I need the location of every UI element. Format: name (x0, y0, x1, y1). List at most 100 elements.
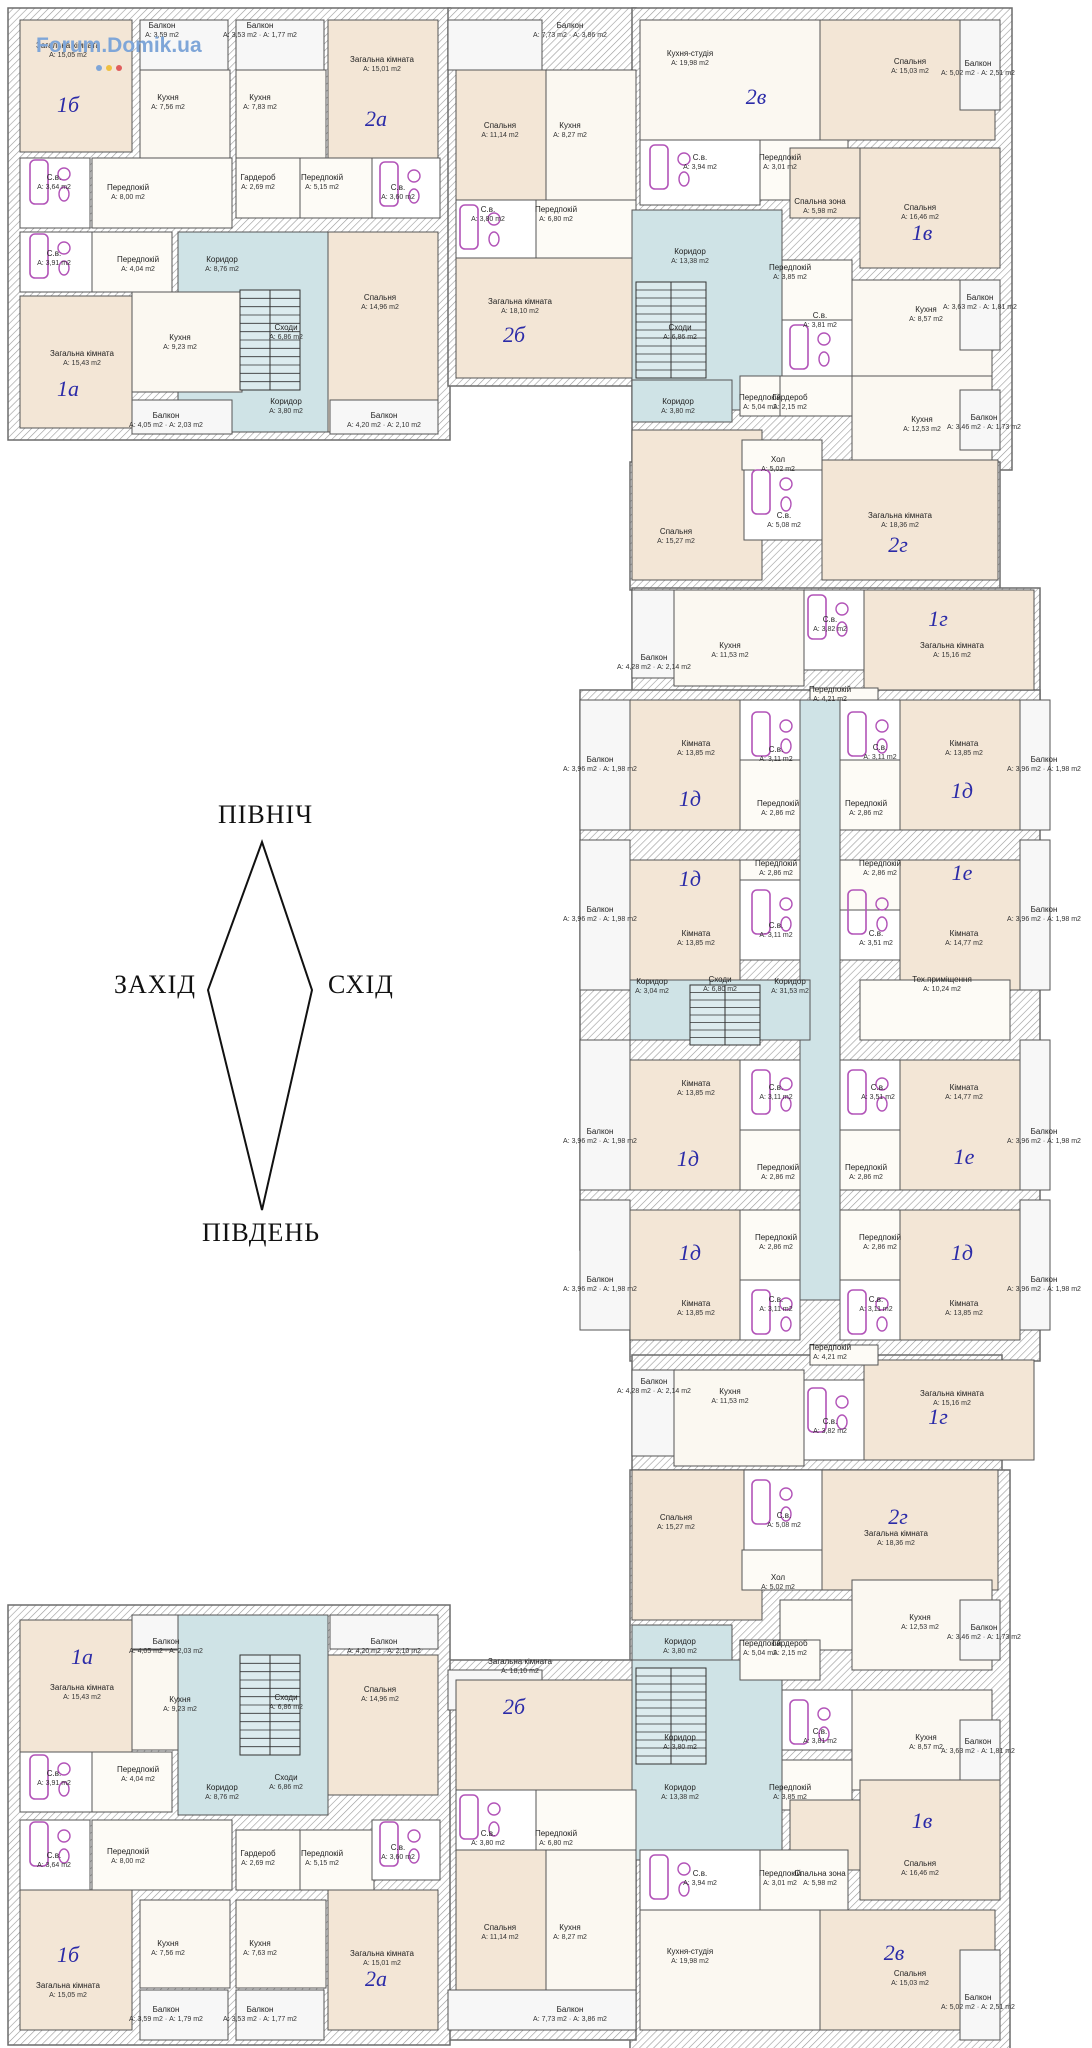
sink (875, 1297, 889, 1311)
room-area: А: 15,05 m2 (49, 1992, 87, 1999)
room-area: А: 5,02 m2 (761, 466, 795, 473)
room-area: А: 3,11 m2 (759, 756, 792, 763)
room-area: А: 7,56 m2 (151, 104, 185, 111)
room-name: Балкон (153, 411, 180, 420)
room-name: Передпокій (755, 1233, 797, 1242)
room-name: Гардероб (240, 173, 276, 182)
room-name: Балкон (1031, 905, 1058, 914)
room (545, 1849, 637, 1991)
bathtub (847, 1289, 867, 1335)
room-name: Сходи (274, 1693, 297, 1702)
apartment-label: 1в (912, 1808, 933, 1833)
bathtub (649, 144, 669, 190)
room-name: Передпокій (809, 685, 851, 694)
room-name: Передпокій (845, 799, 887, 808)
room-name: Кімната (950, 1299, 979, 1308)
room-area: А: 3,94 m2 (683, 1880, 717, 1887)
room-area: А: 8,27 m2 (553, 1934, 587, 1941)
bathtub (751, 1289, 771, 1335)
room (455, 1679, 633, 1801)
room (899, 1059, 1021, 1191)
room (327, 1654, 439, 1796)
room-name: Кухня (169, 1695, 190, 1704)
room-area: А: 6,80 m2 (539, 216, 573, 223)
room-name: Передпокій (769, 1783, 811, 1792)
room-area: А: 7,73 m2 · А: 3,86 m2 (533, 2016, 607, 2023)
room-area: А: 6,80 m2 (703, 986, 737, 993)
room (447, 19, 543, 71)
sink (407, 1829, 421, 1843)
apartment-label: 1д (679, 786, 701, 811)
room-name: Загальна кімната (50, 349, 114, 358)
room-area: А: 3,82 m2 (813, 1428, 847, 1435)
toilet (408, 188, 420, 204)
room-name: Тех.приміщення (912, 975, 972, 984)
toilet (678, 1881, 690, 1897)
room-name: Коридор (206, 1783, 238, 1792)
room-name: Гардероб (772, 393, 808, 402)
room-name: Хол (771, 1573, 786, 1582)
sink (677, 152, 691, 166)
room (455, 199, 537, 261)
room-name: Спальна зона (794, 197, 846, 206)
room-name: Спальня (484, 1923, 516, 1932)
room-area: А: 3,04 m2 (635, 988, 669, 995)
apartment-label: 1б (57, 92, 80, 117)
room-area: А: 4,04 m2 (121, 266, 155, 273)
room (327, 19, 439, 161)
room (579, 1039, 631, 1191)
toilet (876, 916, 888, 932)
room-area: А: 9,23 m2 (163, 1706, 197, 1713)
room-area: А: 4,21 m2 (813, 1354, 847, 1361)
room-area: А: 18,36 m2 (881, 522, 919, 529)
room-name: Балкон (965, 59, 992, 68)
room-name: Балкон (557, 21, 584, 30)
toilet (780, 916, 792, 932)
room-area: А: 18,10 m2 (501, 308, 539, 315)
room (235, 69, 327, 159)
room-area: А: 3,80 m2 (269, 408, 303, 415)
room-name: Балкон (967, 293, 994, 302)
room-name: С.в. (47, 173, 61, 182)
room-area: А: 3,63 m2 · А: 1,81 m2 (941, 1748, 1015, 1755)
room-area: А: 13,38 m2 (671, 258, 709, 265)
stairs-top-left (239, 289, 301, 391)
room-name: Загальна кімната (350, 55, 414, 64)
room (739, 1209, 801, 1281)
toilet (876, 1316, 888, 1332)
room-area: А: 13,85 m2 (945, 1310, 983, 1317)
room-name: Кухня (559, 1923, 580, 1932)
apartment-label: 1д (679, 866, 701, 891)
room-name: Балкон (371, 411, 398, 420)
room (821, 459, 999, 581)
room-area: А: 3,96 m2 · А: 1,98 m2 (563, 1286, 637, 1293)
room (789, 147, 871, 219)
apartment-label: 2б (503, 322, 526, 347)
toilet (408, 1848, 420, 1864)
room-name: Передпокій (117, 1765, 159, 1774)
toilet (780, 496, 792, 512)
room (859, 1779, 1001, 1901)
room-area: А: 5,08 m2 (767, 522, 801, 529)
room-name: С.в. (47, 1851, 61, 1860)
room (839, 759, 901, 831)
room-name: Кухня (719, 1387, 740, 1396)
room (91, 157, 233, 229)
room-name: Кухня (559, 121, 580, 130)
room-area: А: 4,05 m2 · А: 2,03 m2 (129, 422, 203, 429)
room-name: Балкон (965, 1737, 992, 1746)
room (899, 1209, 1021, 1341)
room-area: А: 3,59 m2 · А: 1,79 m2 (129, 2016, 203, 2023)
room-name: Спальня (484, 121, 516, 130)
room-name: Кухня (915, 305, 936, 314)
room-area: А: 14,96 m2 (361, 1696, 399, 1703)
room-area: А: 16,46 m2 (901, 214, 939, 221)
room-area: А: 2,86 m2 (761, 1174, 795, 1181)
stairs-top-right (635, 281, 707, 379)
bathtub (29, 233, 49, 279)
compass-diamond (206, 838, 314, 1211)
sink (779, 719, 793, 733)
apartment-label: 1б (57, 1942, 80, 1967)
room (639, 19, 821, 141)
room-name: Сходи (708, 975, 731, 984)
